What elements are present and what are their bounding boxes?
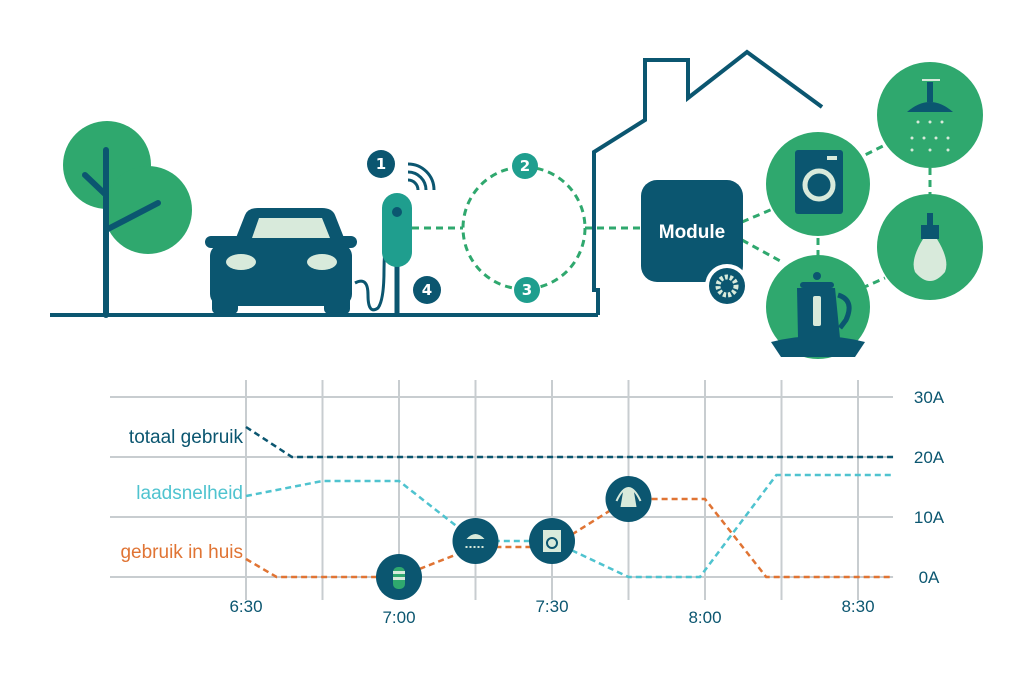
kettle-icon [766, 255, 870, 359]
y-tick-label: 30A [914, 388, 945, 407]
series-line-laadsnelheid [245, 473, 894, 579]
x-tick-label: 8:30 [841, 597, 874, 616]
light-bulb-icon [877, 194, 983, 300]
step-badge-2: 2 [512, 153, 538, 179]
current-chart: 0A 10A 20A 30A 6:30 7:00 7:30 8:00 8:30 [110, 380, 945, 627]
shower-icon [452, 518, 499, 564]
wifi-icon [407, 162, 436, 191]
house-outline [592, 49, 824, 315]
x-tick-label: 7:00 [382, 608, 415, 627]
legend-totaal-gebruik: totaal gebruik [129, 427, 244, 448]
svg-text:1: 1 [376, 155, 386, 173]
module-box: Module [641, 180, 749, 308]
svg-text:3: 3 [522, 281, 532, 299]
gear-icon [715, 274, 739, 298]
legend-laadsnelheid: laadsnelheid [136, 483, 243, 504]
legend-gebruik-in-huis: gebruik in huis [120, 542, 243, 563]
x-tick-label: 6:30 [229, 597, 262, 616]
module-label: Module [659, 222, 726, 243]
x-tick-label: 8:00 [688, 608, 721, 627]
shower-icon [877, 62, 983, 168]
car-icon [205, 208, 357, 314]
svg-text:2: 2 [520, 157, 530, 175]
svg-text:4: 4 [422, 281, 432, 299]
kettle-icon [376, 554, 422, 600]
step-badge-1: 1 [367, 150, 395, 178]
y-tick-label: 10A [914, 508, 945, 527]
charger-icon [354, 162, 436, 315]
washing-machine-icon [766, 132, 870, 236]
step-badge-4: 4 [413, 276, 441, 304]
y-tick-label: 20A [914, 448, 945, 467]
x-tick-label: 7:30 [535, 597, 568, 616]
iron-icon [605, 476, 652, 522]
step-badge-3: 3 [514, 277, 540, 303]
y-tick-label: 0A [919, 568, 940, 587]
series-line-totaal-gebruik [245, 425, 894, 459]
tree-icon [63, 121, 192, 318]
washing-machine-icon [529, 518, 575, 564]
